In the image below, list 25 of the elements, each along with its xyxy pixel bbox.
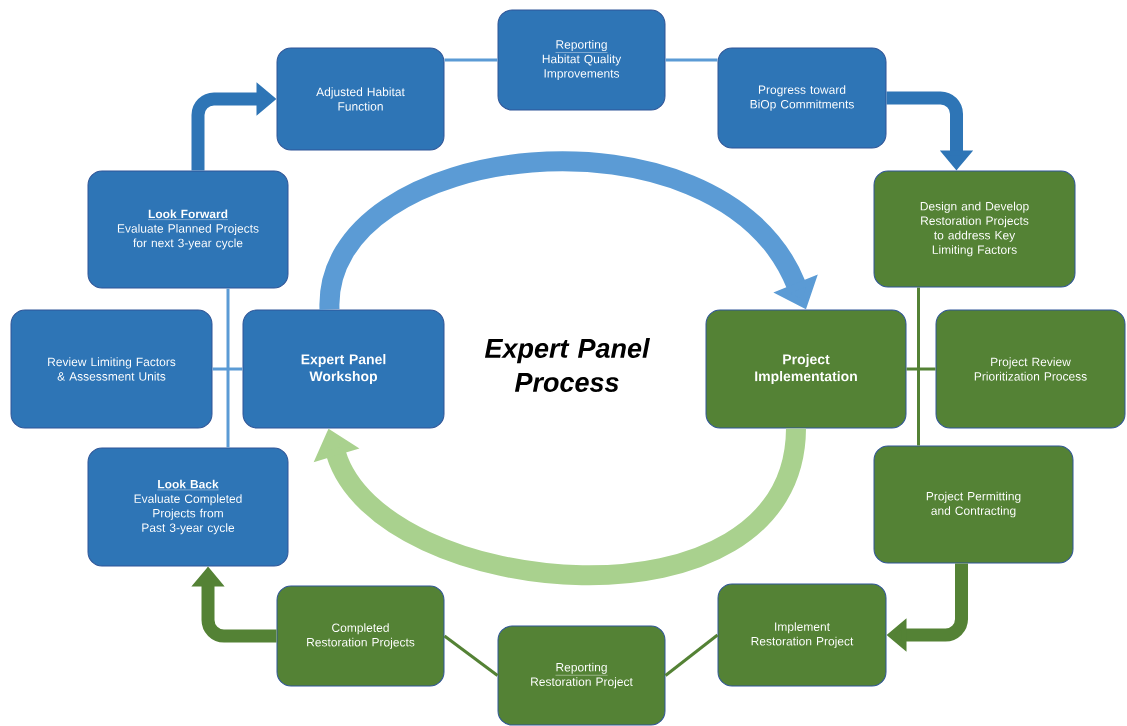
process-box: Project Implementation <box>705 309 907 429</box>
connector-line <box>226 288 230 448</box>
process-box: Look Forward Evaluate Planned Projects for next 3-year cycle <box>87 170 289 289</box>
process-box: Completed Restoration Projects <box>276 585 445 687</box>
process-box: Reporting Restoration Project <box>497 625 666 726</box>
process-box: Progress toward BiOp Commitments <box>717 47 887 149</box>
connector-line <box>212 367 243 371</box>
curved-arrow <box>313 426 806 586</box>
curved-arrow <box>319 151 818 312</box>
process-box: Project Review Prioritization Process <box>935 309 1126 429</box>
process-box: Look Back Evaluate Completed Projects from Past 3-year cycle <box>87 447 289 567</box>
connector-line <box>665 58 718 62</box>
connector-line <box>443 634 499 677</box>
center-label: Expert Panel Process <box>484 338 650 392</box>
process-box: Design and Develop Restoration Projects to address Key Limiting Factors <box>873 170 1076 288</box>
process-box: Project Permitting and Contracting <box>873 445 1074 564</box>
connector-line <box>917 287 920 446</box>
connector-line <box>664 633 719 677</box>
process-box: Implement Restoration Project <box>717 583 887 687</box>
process-box: Expert Panel Workshop <box>242 309 445 429</box>
process-box: Adjusted Habitat Function <box>276 47 445 151</box>
connector-line <box>906 367 936 371</box>
connector-line <box>444 58 498 62</box>
process-box: Review Limiting Factors & Assessment Units <box>10 309 213 429</box>
process-box: Reporting Habitat Quality Improvements <box>497 9 666 111</box>
